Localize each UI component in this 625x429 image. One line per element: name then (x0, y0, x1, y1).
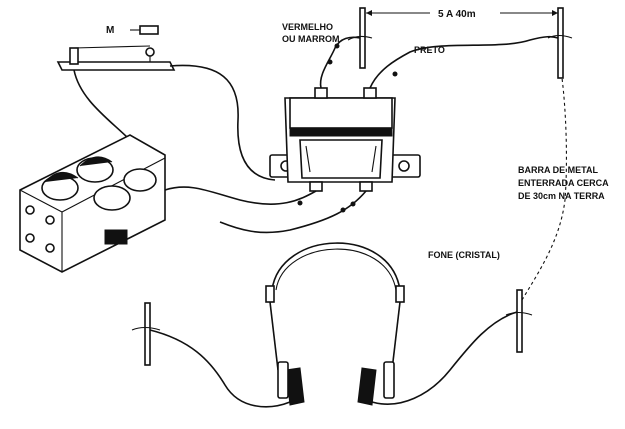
battery-wire-1 (164, 186, 317, 205)
rod-label-line1: BARRA DE METAL (518, 165, 598, 175)
ground-rod-top-right (547, 7, 573, 79)
headphone-wire-left (149, 329, 291, 408)
ground-rod-bottom-right (505, 289, 533, 353)
red-wire (319, 36, 361, 89)
board-wire-to-battery (73, 69, 131, 141)
battery-holder (19, 134, 166, 273)
motor-switch-board (56, 25, 176, 71)
ground-rod-bottom-left (131, 302, 161, 366)
black-wire-label: PRETO (414, 45, 445, 55)
distance-label: 5 A 40m (438, 9, 476, 20)
black-wire (369, 35, 559, 89)
headphones (265, 242, 405, 406)
board-wire-to-transformer (169, 64, 276, 181)
transformer (269, 87, 421, 192)
red-wire-label: VERMELHO (282, 22, 333, 32)
distance-dimension (366, 10, 558, 16)
headphone-ground-link (521, 77, 567, 301)
brown-wire-label: OU MARROM (282, 34, 340, 44)
rod-label-line3: DE 30cm NA TERRA (518, 191, 605, 201)
motor-label: M (106, 25, 114, 36)
headphone-label: FONE (CRISTAL) (428, 250, 500, 260)
rod-label-line2: ENTERRADA CERCA (518, 178, 609, 188)
headphone-wire-right (371, 311, 518, 405)
